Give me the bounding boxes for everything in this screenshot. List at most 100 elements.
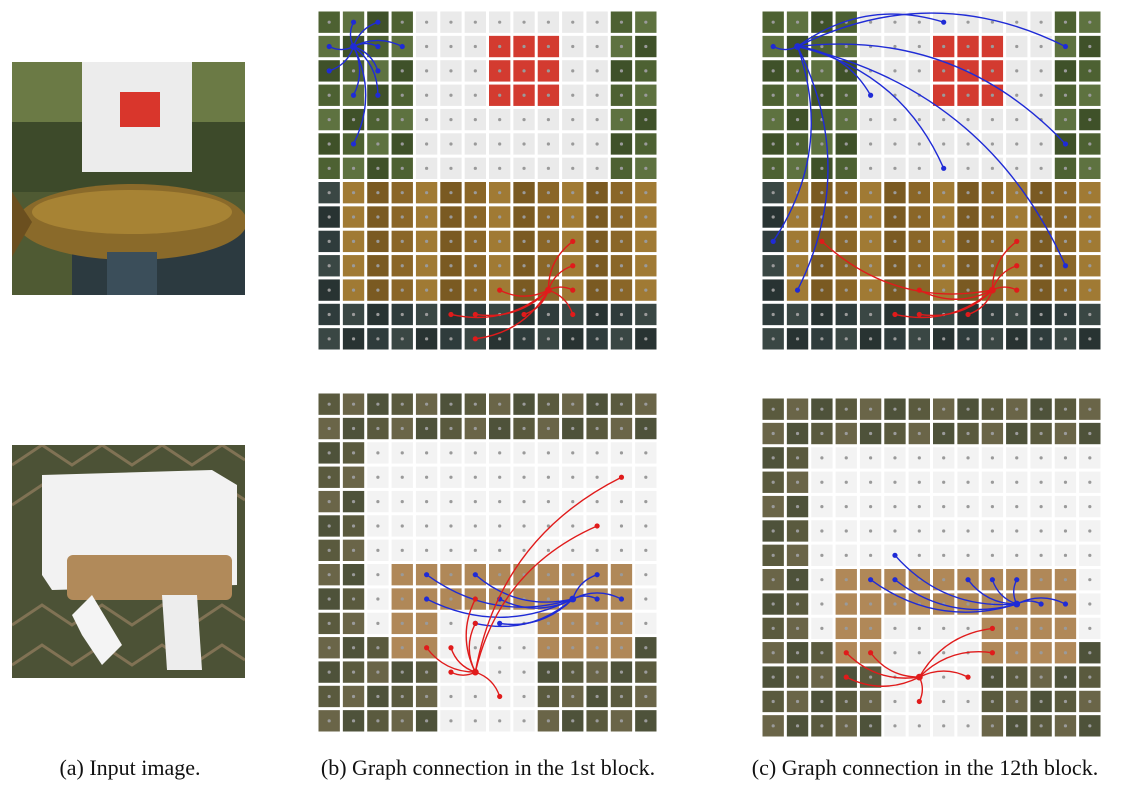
patch-node [351,337,356,341]
graph-panel-fish-block12 [761,10,1102,351]
patch-node [869,215,873,219]
patch-node [966,626,970,630]
patch-node [400,118,404,122]
patch-node [619,500,624,504]
patch-node [771,166,775,170]
input-image-holder [12,445,245,678]
patch-node [893,337,897,341]
patch-node [771,651,775,655]
patch-node [1088,312,1092,317]
patch-node [327,191,331,195]
patch-node [1088,480,1092,484]
patch-node [942,93,946,97]
red-edge [845,676,920,687]
patch-node [990,699,994,704]
patch-node [351,191,356,195]
patch-node [400,646,404,650]
patch-node [1063,699,1068,704]
patch-node [595,166,599,170]
patch-node [1015,93,1019,97]
patch-node [351,312,356,317]
patch-node [1039,431,1043,436]
patch-node [942,142,946,146]
patch-node [473,500,477,504]
patch-node [327,337,331,341]
patch-node [449,597,453,601]
patch-node [1015,44,1019,49]
patch-node [425,312,429,317]
patch-node [522,288,526,292]
patch-node [1088,602,1092,606]
patch-node [644,548,648,552]
patch-node [1039,239,1043,243]
patch-node [400,142,404,146]
patch-node [619,426,624,431]
blue-neighbor-node [375,68,381,74]
patch-node [771,626,775,630]
patch-node [327,621,331,625]
patch-node [1015,480,1019,484]
patch-node [619,524,624,528]
patch-node [546,44,550,49]
patch-node [546,166,550,170]
patch-node [1015,456,1019,460]
patch-node [644,142,648,146]
patch-node [844,553,848,557]
patch-node [644,621,648,625]
patch-node [820,191,824,195]
patch-node [595,451,599,455]
patch-node [893,529,897,533]
patch-node [942,288,946,292]
red-center-node [988,286,996,294]
patch-node [327,646,331,650]
patch-node [376,312,380,317]
patch-node [619,239,624,243]
patch-node [771,337,775,341]
patch-node [619,215,624,219]
patch-node [1088,407,1092,411]
patch-node [351,670,356,674]
patch-node [619,402,624,406]
patch-node [473,93,477,97]
patch-node [893,407,897,411]
patch-node [1015,651,1019,655]
patch-node [869,699,873,704]
blue-neighbor-node [350,19,357,25]
patch-node [595,288,599,292]
patch-node [893,724,897,728]
patch-node [990,264,994,268]
patch-node [966,699,970,704]
patch-node [595,264,599,268]
patch-node [795,239,800,243]
patch-node [771,529,775,533]
patch-node [771,191,775,195]
patch-node [449,142,453,146]
red-neighbor-node [1014,263,1020,269]
patch-node [425,621,429,625]
patch-node [820,578,824,582]
patch-node [942,505,946,509]
patch-node [376,670,380,674]
patch-node [844,626,848,630]
red-neighbor-node [570,263,576,269]
patch-node [966,191,970,195]
patch-node [1063,480,1068,484]
patch-node [1088,724,1092,728]
patch-node [771,431,775,436]
patch-node [571,93,575,97]
red-edge [919,670,969,678]
patch-node [1039,651,1043,655]
patch-node [1088,505,1092,509]
patch-node [1015,69,1019,73]
patch-node [376,426,380,431]
patch-node [644,426,648,431]
patch-node [522,475,526,479]
patch-node [1039,312,1043,317]
patch-node [351,402,356,406]
patch-node [869,337,873,341]
patch-node [942,118,946,122]
patch-node [376,719,380,723]
blue-neighbor-node [497,620,503,626]
blue-neighbor-node [965,577,971,583]
blue-neighbor-node [989,577,995,583]
